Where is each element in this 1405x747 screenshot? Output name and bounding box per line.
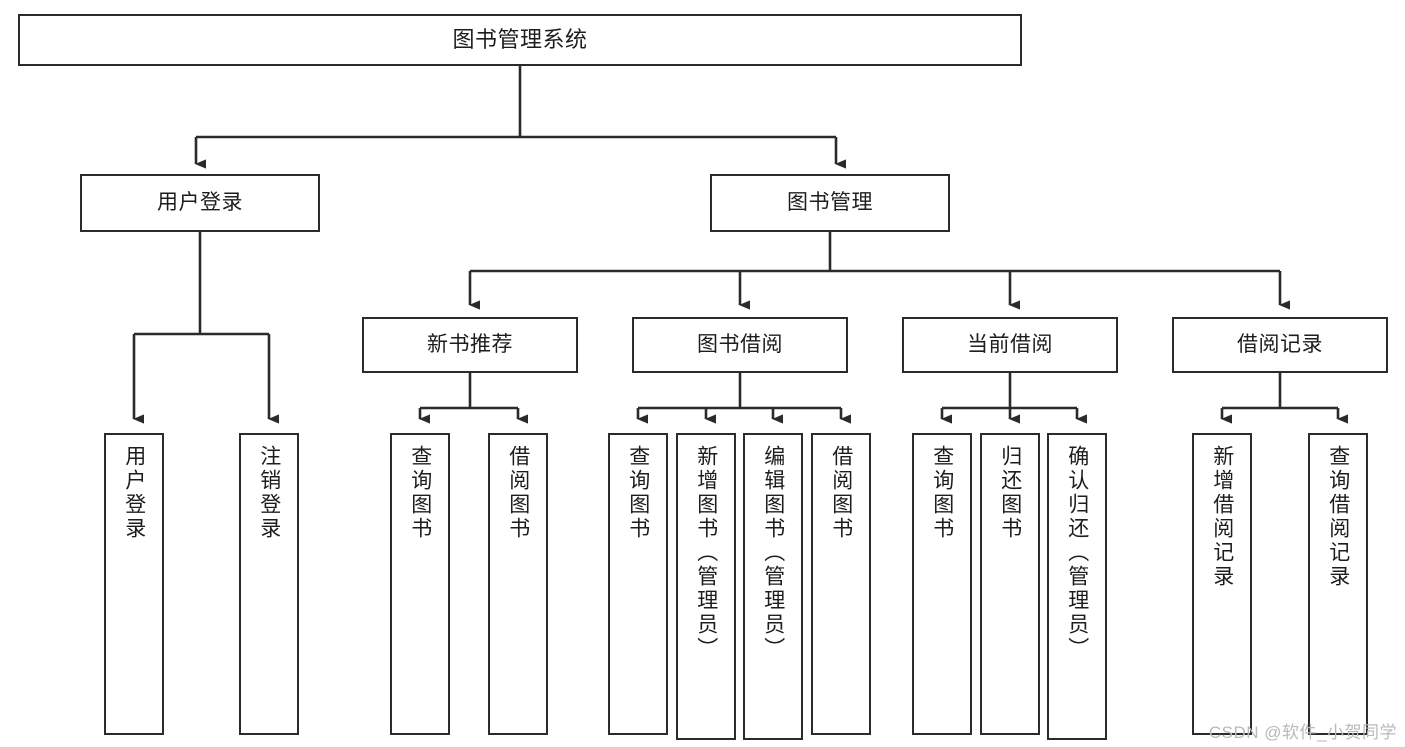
node-label: 查询图书 (408, 445, 432, 541)
leaf-borrow-book-recommend[interactable]: 借阅图书 (488, 433, 548, 735)
node-label: 确认归还（管理员） (1065, 445, 1089, 661)
node-book-borrow[interactable]: 图书借阅 (632, 317, 848, 373)
leaf-query-book-borrow[interactable]: 查询图书 (608, 433, 668, 735)
node-user-login[interactable]: 用户登录 (80, 174, 320, 232)
leaf-return-book[interactable]: 归还图书 (980, 433, 1040, 735)
node-label: 新增借阅记录 (1210, 445, 1234, 589)
leaf-logout-login[interactable]: 注销登录 (239, 433, 299, 735)
node-label: 借阅图书 (506, 445, 530, 541)
leaf-query-book-recommend[interactable]: 查询图书 (390, 433, 450, 735)
node-label: 查询图书 (626, 445, 650, 541)
node-label: 新书推荐 (427, 332, 513, 356)
node-label: 借阅图书 (829, 445, 853, 541)
leaf-query-borrow-record[interactable]: 查询借阅记录 (1308, 433, 1368, 735)
node-current-borrow[interactable]: 当前借阅 (902, 317, 1118, 373)
node-book-management[interactable]: 图书管理 (710, 174, 950, 232)
leaf-borrow-book[interactable]: 借阅图书 (811, 433, 871, 735)
node-label: 当前借阅 (967, 332, 1053, 356)
leaf-query-book-current[interactable]: 查询图书 (912, 433, 972, 735)
leaf-add-book-admin[interactable]: 新增图书（管理员） (676, 433, 736, 740)
leaf-add-borrow-record[interactable]: 新增借阅记录 (1192, 433, 1252, 735)
node-label: 查询借阅记录 (1326, 445, 1350, 589)
node-label: 用户登录 (122, 445, 146, 541)
leaf-edit-book-admin[interactable]: 编辑图书（管理员） (743, 433, 803, 740)
node-label: 图书管理系统 (452, 27, 588, 53)
node-root-system[interactable]: 图书管理系统 (18, 14, 1022, 66)
leaf-confirm-return-admin[interactable]: 确认归还（管理员） (1047, 433, 1107, 740)
node-label: 编辑图书（管理员） (761, 445, 785, 661)
node-label: 图书借阅 (697, 332, 783, 356)
node-label: 注销登录 (257, 445, 281, 541)
node-label: 图书管理 (787, 190, 873, 214)
node-label: 查询图书 (930, 445, 954, 541)
watermark-text: CSDN @软件_小贺同学 (1208, 723, 1397, 742)
node-label: 新增图书（管理员） (694, 445, 718, 661)
node-label: 借阅记录 (1237, 332, 1323, 356)
node-new-book-recommend[interactable]: 新书推荐 (362, 317, 578, 373)
leaf-user-login[interactable]: 用户登录 (104, 433, 164, 735)
node-label: 用户登录 (157, 190, 243, 214)
node-label: 归还图书 (998, 445, 1022, 541)
node-borrow-record[interactable]: 借阅记录 (1172, 317, 1388, 373)
